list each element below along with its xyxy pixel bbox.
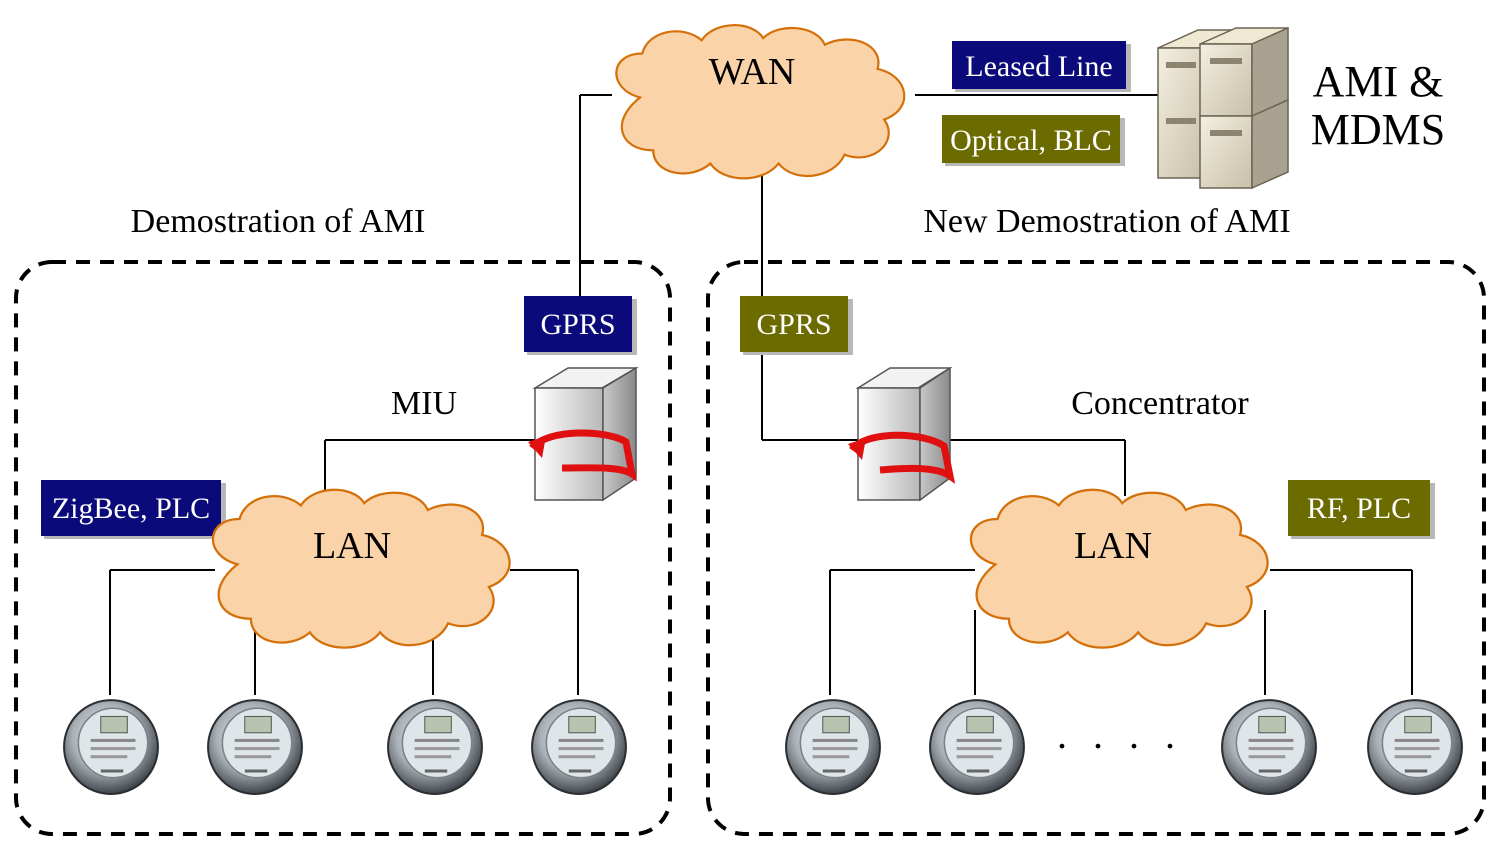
meter-icon — [785, 699, 881, 795]
miu-label: MIU — [391, 385, 457, 422]
meter-icon — [207, 699, 303, 795]
right-lan-label: LAN — [1074, 525, 1152, 567]
left-lan-label: LAN — [313, 525, 391, 567]
miu-device-icon — [528, 366, 639, 502]
server-label-line1: AMI & — [1313, 57, 1444, 106]
svg-text:RF, PLC: RF, PLC — [1307, 492, 1411, 525]
rf-plc-tag: RF, PLC — [1288, 480, 1435, 539]
svg-text:Optical, BLC: Optical, BLC — [950, 124, 1112, 157]
gprs-tag-left: GPRS — [524, 296, 637, 355]
meter-icon — [531, 699, 627, 795]
optical-blc-tag: Optical, BLC — [942, 115, 1125, 166]
right-region-title: New Demostration of AMI — [923, 203, 1290, 240]
gprs-tag-right: GPRS — [740, 296, 853, 355]
right-lan-cloud: LAN — [969, 488, 1269, 649]
svg-text:ZigBee, PLC: ZigBee, PLC — [52, 492, 210, 525]
svg-text:GPRS: GPRS — [756, 308, 831, 341]
meter-icon — [387, 699, 483, 795]
left-region-title: Demostration of AMI — [131, 203, 426, 240]
svg-text:Leased Line: Leased Line — [965, 50, 1112, 83]
server-label-line2: MDMS — [1311, 105, 1446, 154]
meter-icon — [1367, 699, 1463, 795]
wan-label: WAN — [709, 51, 796, 93]
connection-lines — [109, 94, 1413, 695]
zigbee-plc-tag: ZigBee, PLC — [41, 480, 226, 539]
meter-icon — [1221, 699, 1317, 795]
leased-line-tag: Leased Line — [952, 41, 1131, 92]
meter-icon — [929, 699, 1025, 795]
concentrator-label: Concentrator — [1071, 385, 1249, 422]
concentrator-device-icon — [848, 366, 956, 502]
wan-cloud: WAN — [615, 24, 906, 180]
ami-mdms-server-icon — [1157, 26, 1289, 190]
right-region-border — [706, 260, 1486, 836]
left-region-border — [14, 260, 672, 836]
ellipsis: . . . . — [1057, 712, 1183, 757]
meter-icon — [63, 699, 159, 795]
left-lan-cloud: LAN — [211, 488, 511, 649]
svg-text:GPRS: GPRS — [540, 308, 615, 341]
